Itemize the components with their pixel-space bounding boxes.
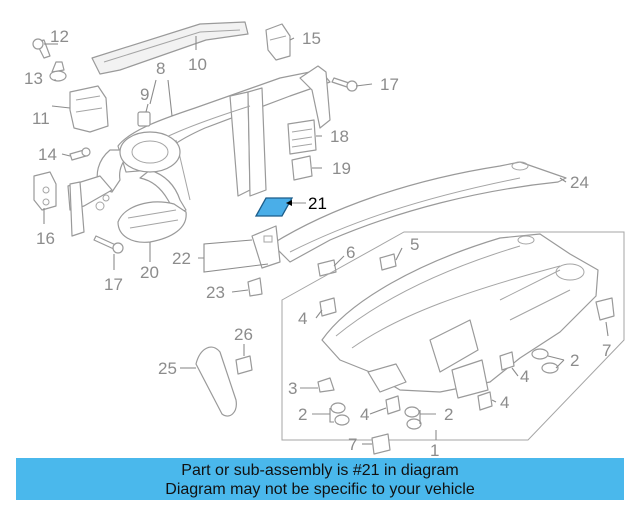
clip-9 [137,111,151,127]
module-18 [287,119,317,155]
trim-strip-24 [271,161,567,263]
bracket-20 [117,201,187,243]
cross-car-beam [67,65,331,237]
clip-23 [247,277,263,297]
callout-13[interactable]: 13 [24,69,43,88]
callout-22[interactable]: 22 [172,249,191,268]
callout-3[interactable]: 3 [288,379,297,398]
clip-2-left [330,402,350,426]
leader-lines [43,36,609,445]
callout-20[interactable]: 20 [140,263,159,282]
clip-4-lower [385,395,401,415]
clip-26 [235,355,253,375]
callout-26[interactable]: 26 [234,325,253,344]
bolt-17-lower [93,235,124,254]
callout-14[interactable]: 14 [38,145,57,164]
trim-22 [251,225,281,269]
callout-24[interactable]: 24 [570,173,589,192]
clip-7-bottom [371,433,391,455]
side-cover-25 [195,346,237,417]
callout-17-upper[interactable]: 17 [380,75,399,94]
callout-2-left[interactable]: 2 [298,405,307,424]
callout-10[interactable]: 10 [188,55,207,74]
callout-5[interactable]: 5 [410,235,419,254]
callout-19[interactable]: 19 [332,159,351,178]
bracket-16 [33,171,57,211]
clip-4-right [477,391,493,411]
callout-4-right[interactable]: 4 [500,393,509,412]
callout-4-upper-left[interactable]: 4 [298,309,307,328]
clip-15 [265,23,291,61]
clip-4-upper-left [319,297,337,317]
dashboard-panel [321,233,599,399]
clip-2-center [404,406,422,430]
callout-2-center[interactable]: 2 [444,405,453,424]
clip-6 [317,259,337,277]
callout-9[interactable]: 9 [140,85,149,104]
pad-19 [291,155,313,181]
callout-1[interactable]: 1 [430,441,439,460]
info-banner: Part or sub-assembly is #21 in diagram D… [16,458,624,500]
banner-line-part-number: Part or sub-assembly is #21 in diagram [181,462,459,479]
callout-labels: 10 8 9 12 13 11 14 16 17 20 15 17 18 19 … [24,27,611,460]
banner-line-disclaimer: Diagram may not be specific to your vehi… [165,481,475,498]
callout-8[interactable]: 8 [156,59,165,78]
dashboard-assembly-box [281,231,625,441]
bolt-12 [32,38,51,59]
callout-15[interactable]: 15 [302,29,321,48]
callout-23[interactable]: 23 [206,283,225,302]
callout-17-lower[interactable]: 17 [104,275,123,294]
callout-6[interactable]: 6 [346,243,355,262]
callout-7-bottom[interactable]: 7 [348,435,357,454]
bolt-17-upper [331,77,358,92]
part-21-highlighted[interactable] [254,197,294,217]
screw-14 [69,147,91,161]
callout-4-lower[interactable]: 4 [360,405,369,424]
callout-21[interactable]: 21 [308,194,327,213]
upper-duct-part [91,21,249,75]
callout-25[interactable]: 25 [158,359,177,378]
clip-4-far-right [499,351,515,371]
callout-4-far-right[interactable]: 4 [520,367,529,386]
callout-18[interactable]: 18 [330,127,349,146]
callout-7-right[interactable]: 7 [602,341,611,360]
bracket-11 [69,85,109,133]
clip-5 [379,253,397,271]
clip-13 [49,61,67,82]
callout-12[interactable]: 12 [50,27,69,46]
clip-2-right [531,348,559,374]
clip-3 [317,377,335,393]
clip-7-right [595,297,615,321]
callout-11[interactable]: 11 [32,109,50,128]
callout-16[interactable]: 16 [36,229,55,248]
callout-2-right[interactable]: 2 [570,351,579,370]
